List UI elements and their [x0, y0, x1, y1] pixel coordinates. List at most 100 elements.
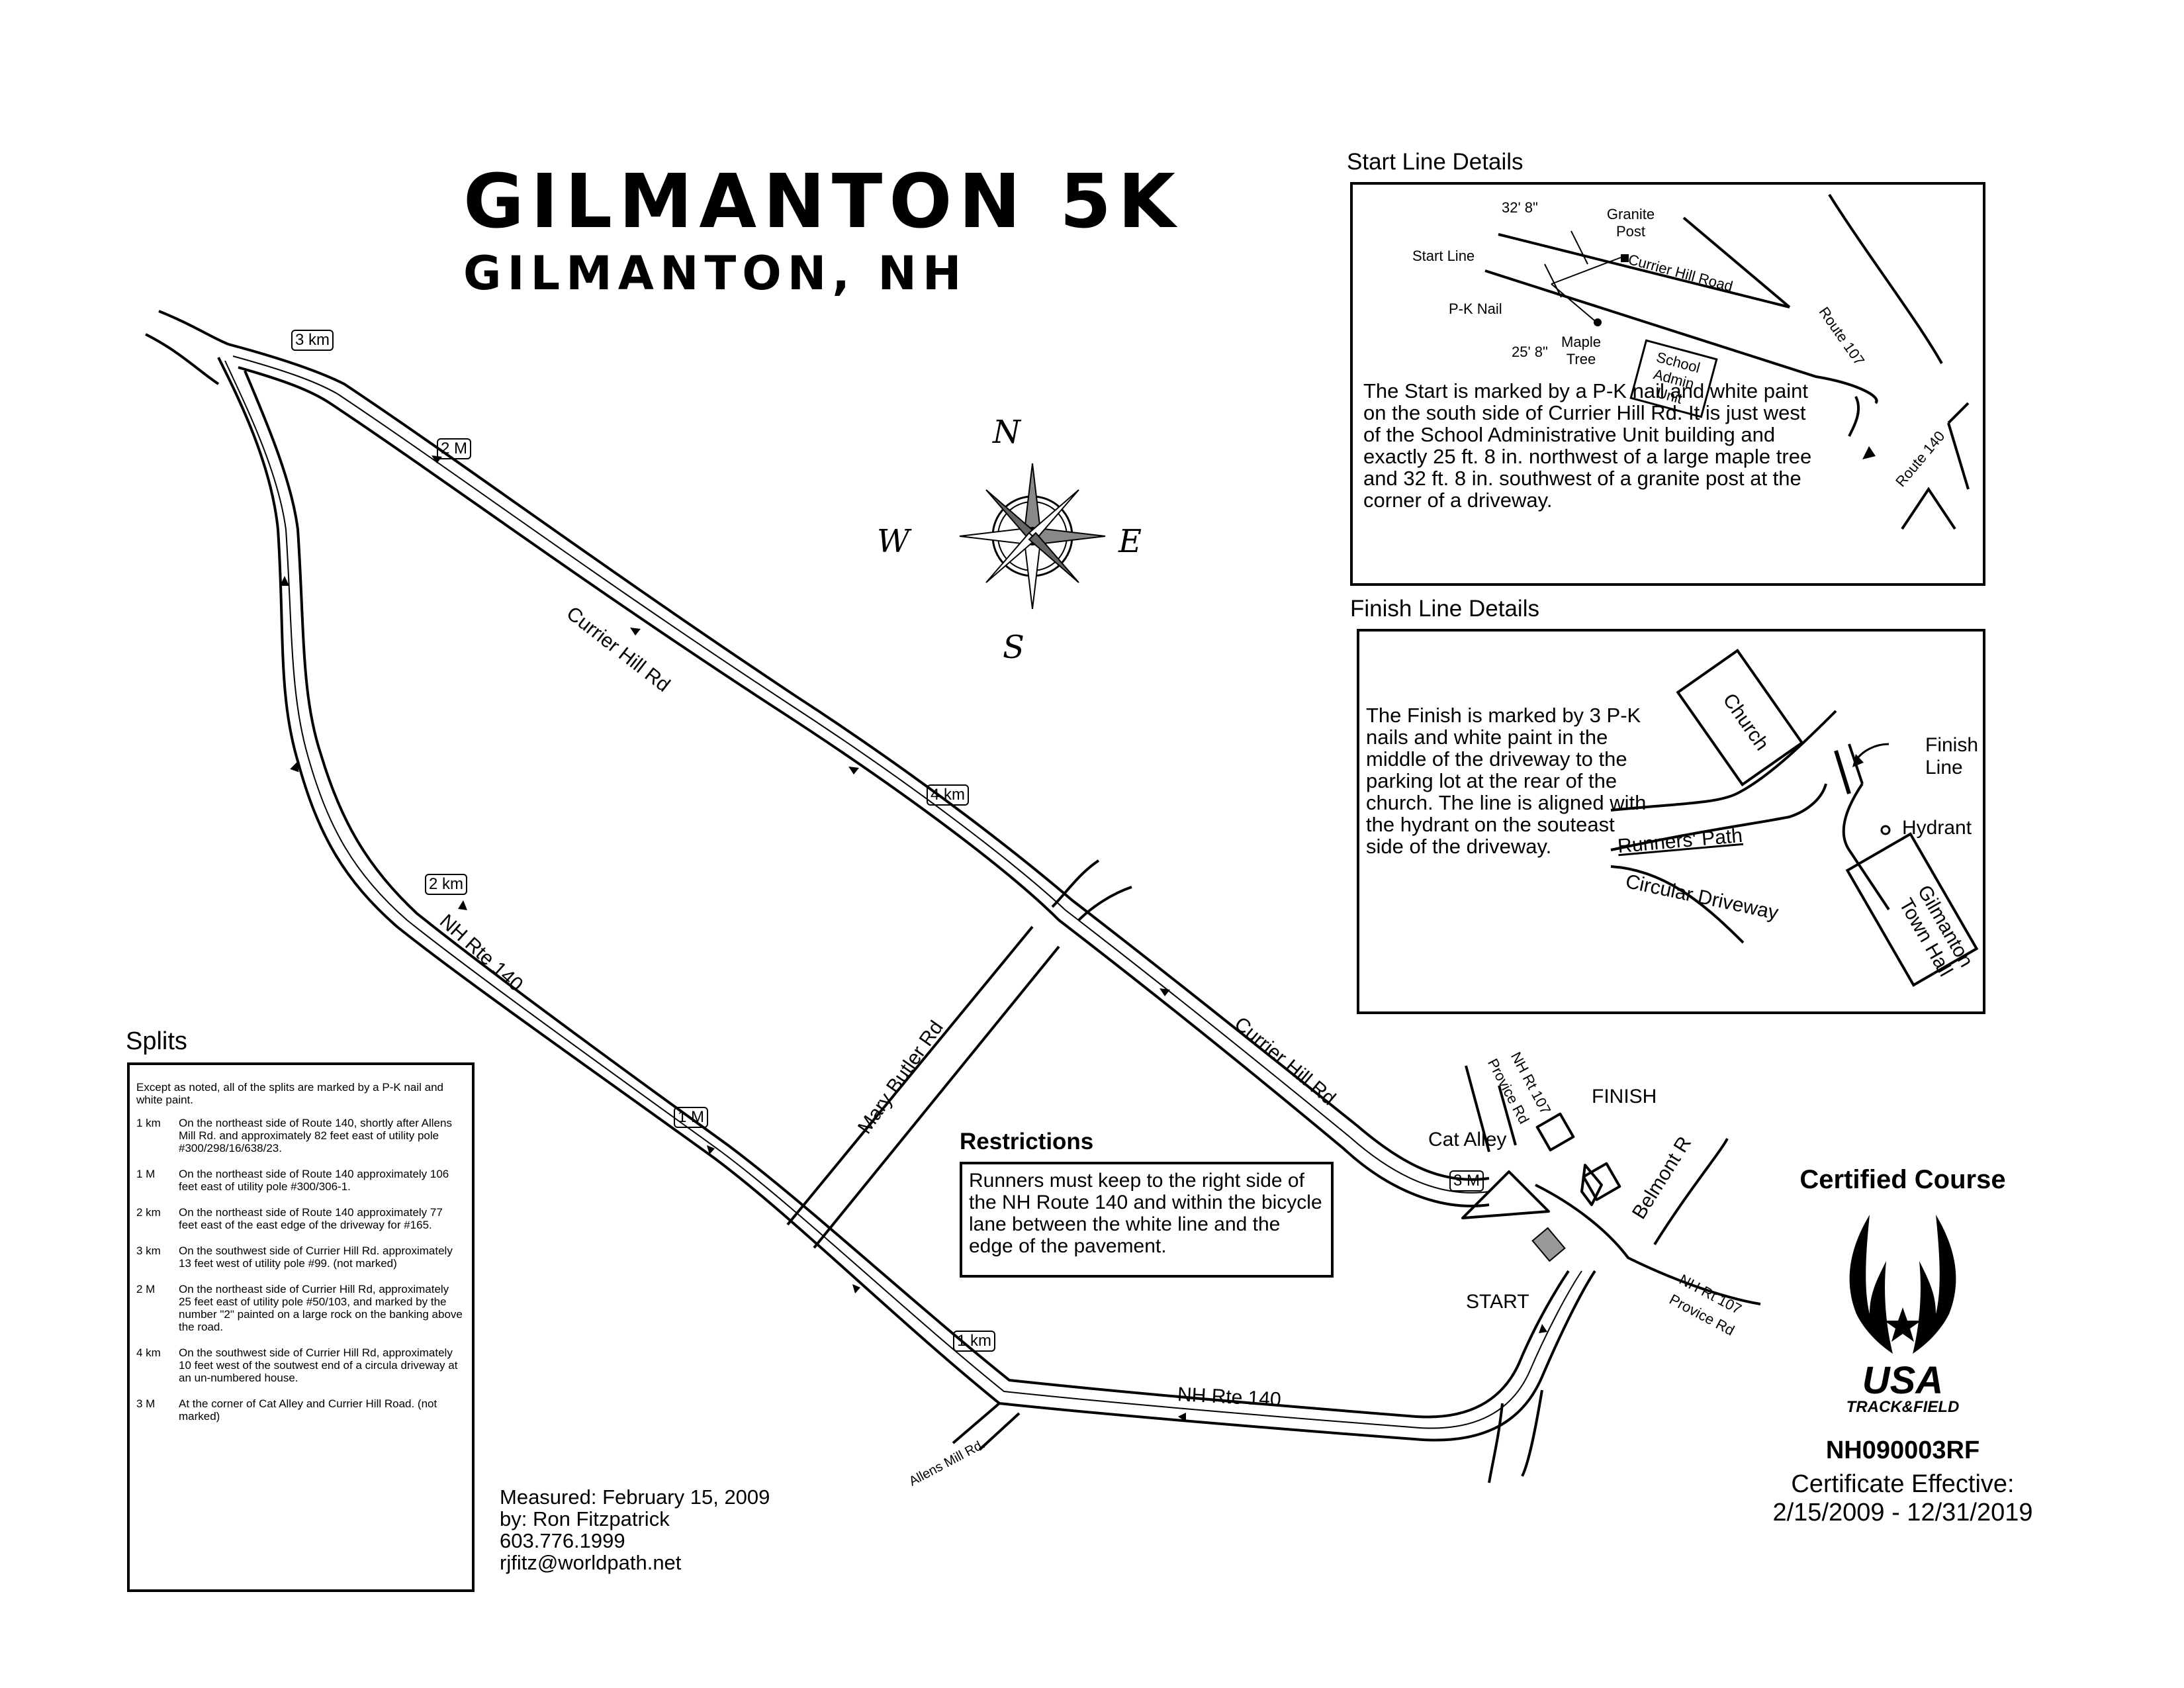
rte140-inner [244, 370, 1570, 1419]
rt107-b [1653, 1138, 1729, 1246]
marker-4km: 4 km [927, 784, 970, 806]
split-key: 2 km [136, 1206, 161, 1219]
marker-3m: 3 M [1449, 1170, 1484, 1192]
finish-diagram [1610, 649, 1979, 987]
split-desc: At the corner of Cat Alley and Currier H… [179, 1397, 437, 1423]
rt107-up-2 [1498, 1085, 1517, 1146]
finish-building-1 [1535, 1112, 1575, 1152]
start-start-line: Start Line [1412, 248, 1475, 264]
measured-date: Measured: February 15, 2009 [500, 1485, 770, 1509]
cert-heading: Certified Course [1799, 1165, 2006, 1194]
marker-1km: 1 km [953, 1331, 996, 1352]
currier-hill-south [238, 366, 1490, 1207]
measured-email: rjfitz@worldpath.net [500, 1551, 682, 1574]
finish-building-2 [1582, 1162, 1621, 1201]
split-desc: On the northeast side of Route 140, shor… [179, 1117, 452, 1154]
rt107-a [1535, 1184, 1761, 1305]
marker-1m: 1 M [674, 1107, 709, 1128]
restrictions-panel: Runners must keep to the right side of t… [960, 1162, 1334, 1278]
splits-title: Splits [126, 1027, 187, 1055]
start-line-mark [1531, 1227, 1566, 1262]
split-row: 2 km On the northeast side of Route 140 a… [136, 1206, 464, 1231]
split-row: 1 km On the northeast side of Route 140, … [136, 1117, 464, 1154]
finish-details-panel: Church Finish Line Hydrant Runners' Path… [1357, 629, 1985, 1014]
label-cat-alley: Cat Alley [1428, 1129, 1507, 1150]
road-nw-entry-right [158, 310, 229, 346]
split-key: 3 M [136, 1397, 156, 1410]
cert-code: NH090003RF [1825, 1436, 1980, 1464]
start-triangle [1461, 1170, 1550, 1219]
start-dim-bottom: 25' 8" [1512, 344, 1548, 360]
rt107-c [1521, 1389, 1543, 1477]
start-details-text: The Start is marked by a P-K nail and wh… [1363, 379, 1812, 512]
split-key: 4 km [136, 1346, 161, 1359]
split-desc: On the southwest side of Currier Hill Rd… [179, 1346, 458, 1384]
start-details-title: Start Line Details [1347, 149, 1524, 175]
currier-stub-1 [1051, 859, 1100, 908]
page-title: GILMANTON 5K [463, 159, 1182, 245]
usatf-wings-icon [1849, 1215, 1956, 1354]
compass-n: N [993, 414, 1021, 451]
compass-rose-icon [959, 463, 1106, 610]
rt107-up-1 [1465, 1065, 1490, 1152]
finish-details-title: Finish Line Details [1350, 596, 1539, 622]
marker-2m: 2 M [437, 438, 472, 459]
splits-panel: Except as noted, all of the splits are m… [127, 1062, 475, 1592]
page-subtitle: GILMANTON, NH [463, 246, 968, 301]
splits-list: 1 km On the northeast side of Route 140, … [136, 1117, 464, 1423]
start-maple-tree: Maple Tree [1561, 334, 1601, 367]
cert-logo-sub: TRACK&FIELD [1846, 1398, 1960, 1416]
finish-hydrant: Hydrant [1902, 817, 1972, 839]
finish-building-3 [1580, 1164, 1603, 1206]
split-row: 1 M On the northeast side of Route 140 ap… [136, 1168, 464, 1193]
label-start: START [1466, 1291, 1529, 1313]
compass-s: S [1003, 629, 1024, 666]
split-key: 1 km [136, 1117, 161, 1129]
allens-mill-2 [978, 1412, 1021, 1451]
finish-details-text: The Finish is marked by 3 P-K nails and … [1366, 704, 1647, 858]
currier-stub-2 [1077, 886, 1132, 921]
compass-w: W [877, 523, 910, 560]
cert-effective: Certificate Effective: [1791, 1470, 2015, 1498]
route-line-loop [224, 360, 1582, 1429]
split-row: 3 M At the corner of Cat Alley and Currie… [136, 1397, 464, 1423]
splits-intro: Except as noted, all of the splits are m… [136, 1081, 443, 1106]
start-granite-post: Granite Post [1606, 206, 1655, 240]
cert-dates: 2/15/2009 - 12/31/2019 [1772, 1499, 2033, 1526]
road-nw-entry-left [145, 333, 220, 385]
finish-finish-line: Finish Line [1925, 734, 1979, 778]
split-row: 3 km On the southwest side of Currier Hil… [136, 1244, 464, 1270]
currier-hill-north [228, 343, 1490, 1181]
allens-mill-1 [952, 1402, 1001, 1444]
marker-2km: 2 km [425, 874, 468, 895]
certification-block: Certified Course USA TRACK&FIELD NH09000… [1747, 1165, 2058, 1527]
marker-3km: 3 km [291, 330, 334, 351]
split-desc: On the northeast side of Route 140 appro… [179, 1168, 449, 1193]
split-desc: On the northeast side of Currier Hill Rd… [179, 1283, 463, 1333]
cert-logo-text: USA [1862, 1359, 1944, 1402]
start-dim-top: 32' 8" [1502, 199, 1538, 216]
start-pk-nail: P-K Nail [1449, 301, 1502, 317]
split-key: 3 km [136, 1244, 161, 1257]
split-row: 4 km On the southwest side of Currier Hil… [136, 1346, 464, 1384]
compass-e: E [1118, 523, 1142, 560]
rte140-outer [217, 357, 1596, 1442]
rt107-d [1488, 1403, 1504, 1483]
split-desc: On the northeast side of Route 140 appro… [179, 1206, 443, 1231]
split-row: 2 M On the northeast side of Currier Hill… [136, 1283, 464, 1333]
split-desc: On the southwest side of Currier Hill Rd… [179, 1244, 453, 1270]
split-key: 2 M [136, 1283, 156, 1295]
measured-block: Measured: February 15, 2009 by: Ron Fitz… [500, 1486, 770, 1573]
measured-by: by: Ron Fitzpatrick [500, 1507, 670, 1530]
route-line-currier [232, 355, 1490, 1194]
mary-butler-west [786, 925, 1034, 1226]
split-key: 1 M [136, 1168, 156, 1180]
restrictions-title: Restrictions [960, 1129, 1094, 1154]
start-details-panel: 32' 8" Granite Post Start Line P-K Nail … [1350, 182, 1985, 586]
label-finish: FINISH [1592, 1086, 1657, 1107]
measured-phone: 603.776.1999 [500, 1529, 625, 1552]
route-arrows [280, 455, 1547, 1422]
mary-butler-east [813, 945, 1060, 1249]
start-diagram [1484, 193, 1970, 530]
